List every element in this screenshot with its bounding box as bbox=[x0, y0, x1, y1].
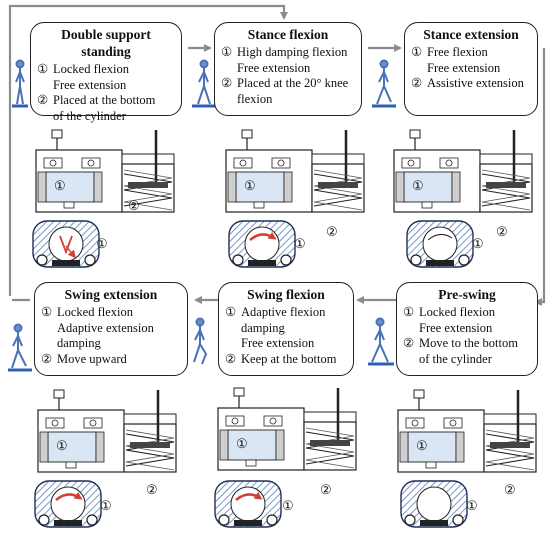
phase-line: Free extension bbox=[241, 336, 315, 350]
damper-mechanism-stance-extension bbox=[392, 128, 534, 214]
rotary-hub-double-support bbox=[32, 220, 100, 268]
phase-title: Pre-swing bbox=[438, 287, 496, 302]
rotary-hub-stance-flexion bbox=[228, 220, 296, 268]
phase-line: Free extension bbox=[427, 60, 501, 75]
component-label-one: ① bbox=[282, 498, 294, 513]
damper-mechanism-swing-extension bbox=[36, 388, 178, 474]
component-label-one: ① bbox=[412, 178, 424, 193]
rotary-hub-pre-swing bbox=[400, 480, 468, 528]
phase-title: Double support standing bbox=[61, 27, 151, 59]
phase-title: Swing extension bbox=[64, 287, 158, 302]
component-label-two: ② bbox=[504, 482, 516, 497]
phase-line: damping bbox=[57, 336, 101, 350]
arrow-start-to-double-support bbox=[8, 4, 288, 296]
walking-figure-icon bbox=[192, 59, 216, 108]
component-label-one: ① bbox=[96, 236, 108, 251]
phase-line: flexion bbox=[237, 91, 273, 106]
rotary-hub-swing-extension bbox=[34, 480, 102, 528]
phase-title: Swing flexion bbox=[247, 287, 325, 302]
phase-title: Stance extension bbox=[423, 27, 519, 42]
component-label-one: ① bbox=[294, 236, 306, 251]
component-label-one: ① bbox=[236, 436, 248, 451]
rotary-hub-swing-flexion bbox=[214, 480, 282, 528]
component-label-two: ② bbox=[320, 482, 332, 497]
component-label-two: ② bbox=[326, 224, 338, 239]
phase-line: Adaptive extension bbox=[57, 320, 154, 335]
rotary-hub-stance-extension bbox=[406, 220, 474, 268]
walking-figure-icon bbox=[368, 317, 394, 366]
component-label-one: ① bbox=[466, 498, 478, 513]
component-label-two: ② bbox=[146, 482, 158, 497]
phase-line: of the cylinder bbox=[419, 351, 492, 366]
component-label-two: ② bbox=[128, 198, 140, 213]
damper-mechanism-double-support bbox=[34, 128, 176, 214]
walking-figure-icon bbox=[193, 317, 208, 365]
phase-title: Stance flexion bbox=[247, 27, 329, 42]
phase-line: damping bbox=[241, 320, 285, 335]
arrow-stance-extension-to-pre-swing bbox=[534, 48, 546, 306]
component-label-one: ① bbox=[54, 178, 66, 193]
component-label-one: ① bbox=[416, 438, 428, 453]
walking-figure-icon bbox=[372, 59, 396, 108]
damper-mechanism-stance-flexion bbox=[224, 128, 366, 214]
damper-mechanism-swing-flexion bbox=[216, 386, 358, 472]
phase-line: Free extension bbox=[237, 60, 311, 75]
component-label-one: ① bbox=[100, 498, 112, 513]
damper-mechanism-pre-swing bbox=[396, 388, 538, 474]
component-label-one: ① bbox=[472, 236, 484, 251]
component-label-one: ① bbox=[56, 438, 68, 453]
phase-line: of the cylinder bbox=[53, 108, 126, 123]
component-label-one: ① bbox=[244, 178, 256, 193]
walking-figure-icon bbox=[8, 323, 32, 372]
phase-line: Free extension bbox=[419, 320, 493, 335]
component-label-two: ② bbox=[496, 224, 508, 239]
walking-figure-icon bbox=[12, 59, 28, 108]
phase-line: Free extension bbox=[53, 77, 127, 92]
